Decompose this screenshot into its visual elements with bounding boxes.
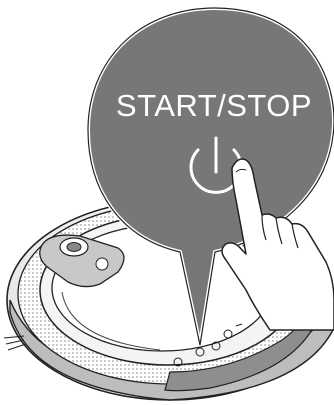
start-stop-label: START/STOP: [116, 88, 312, 123]
